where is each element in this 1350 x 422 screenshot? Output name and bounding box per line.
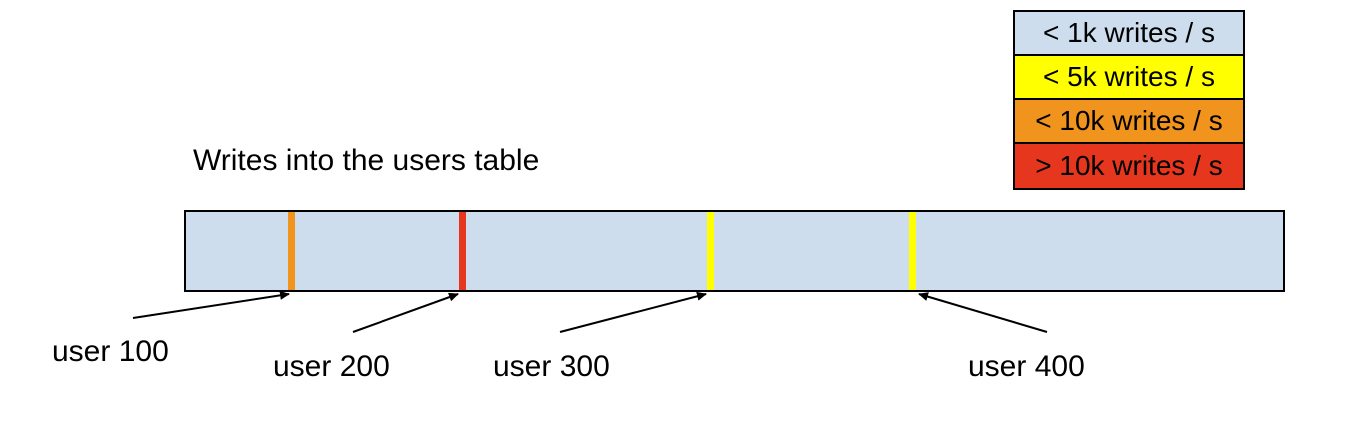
users-table-bar xyxy=(184,210,1285,292)
legend-label-lt-1k: < 1k writes / s xyxy=(1043,17,1215,48)
user-200-label: user 200 xyxy=(273,350,390,383)
write-hotspot-tick-user-400 xyxy=(909,212,916,290)
user-300-label: user 300 xyxy=(493,350,610,383)
write-hotspot-tick-user-300 xyxy=(707,212,714,290)
legend-row-lt-5k: < 5k writes / s xyxy=(1015,56,1243,100)
user-100-label: user 100 xyxy=(52,335,169,368)
legend-label-lt-10k: < 10k writes / s xyxy=(1035,105,1223,136)
write-hotspot-tick-user-200 xyxy=(459,212,466,290)
arrow-user-400 xyxy=(918,292,1048,333)
arrow-user-200 xyxy=(352,292,459,333)
legend-row-lt-1k: < 1k writes / s xyxy=(1015,12,1243,56)
legend-row-lt-10k: < 10k writes / s xyxy=(1015,100,1243,144)
legend-label-gt-10k: > 10k writes / s xyxy=(1035,150,1223,181)
write-hotspot-tick-user-100 xyxy=(288,212,295,290)
arrow-user-100 xyxy=(132,290,290,319)
diagram-title: Writes into the users table xyxy=(193,144,540,177)
write-rate-legend: < 1k writes / s < 5k writes / s < 10k wr… xyxy=(1013,10,1245,190)
legend-label-lt-5k: < 5k writes / s xyxy=(1043,61,1215,92)
arrow-user-300 xyxy=(559,291,707,333)
legend-row-gt-10k: > 10k writes / s xyxy=(1015,144,1243,188)
user-400-label: user 400 xyxy=(968,350,1085,383)
